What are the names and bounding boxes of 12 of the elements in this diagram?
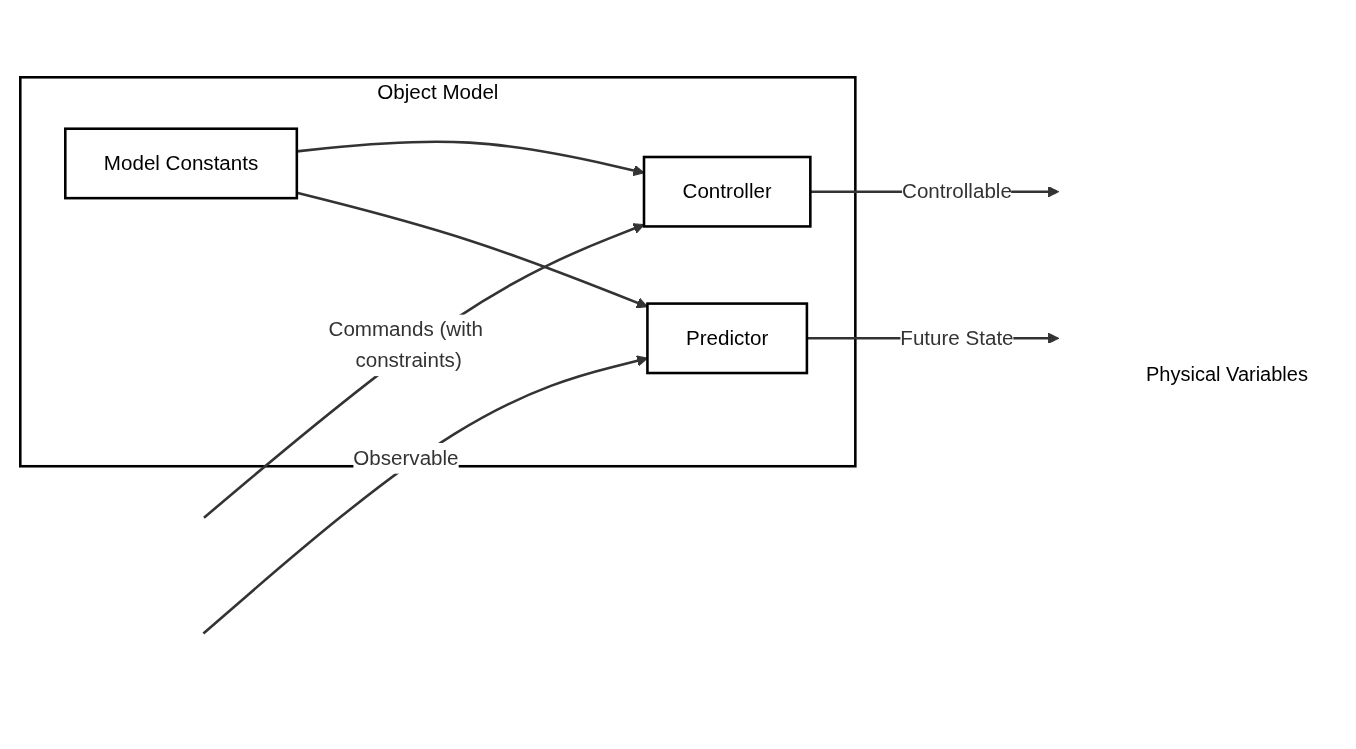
arrow — [203, 223, 645, 519]
edge-label: Commands (with constraints) — [328, 318, 483, 371]
node-box: Controller — [642, 155, 812, 228]
arrow — [202, 355, 648, 635]
node-box: Predictor — [646, 302, 809, 375]
note-label: Physical Variables — [1146, 363, 1309, 386]
edge-label: Controllable — [902, 180, 1012, 202]
arrow — [296, 140, 645, 176]
edge-label: Future State — [900, 326, 1014, 349]
edge-label: Observable — [353, 446, 459, 469]
arrow — [296, 191, 648, 309]
node-box: Model Constants — [64, 127, 299, 200]
